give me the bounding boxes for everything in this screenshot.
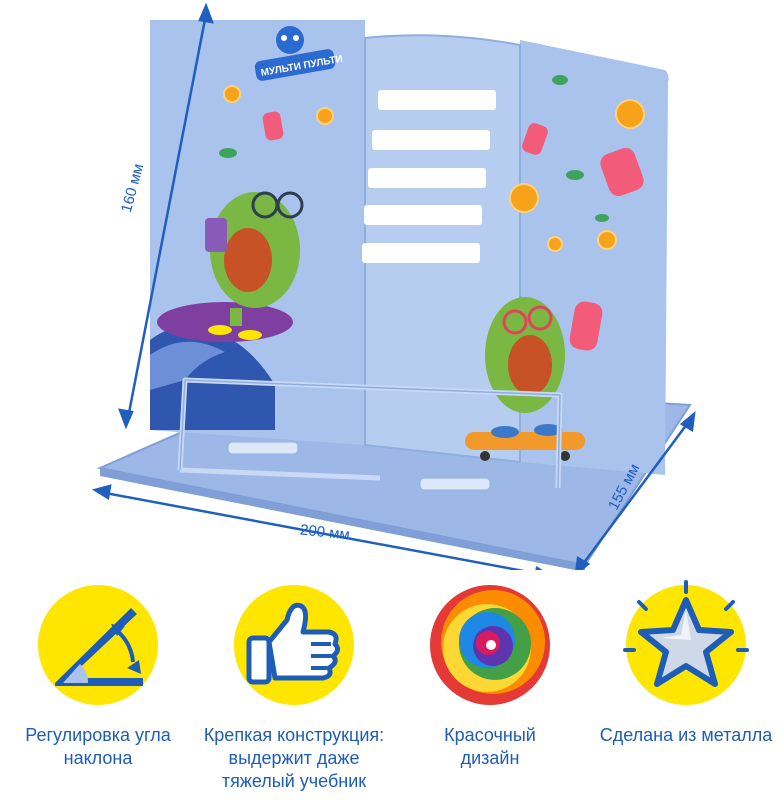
color-swirl-icon <box>425 580 555 710</box>
feature-caption: Сделана из металла <box>588 724 784 747</box>
feature-caption: Крепкая конструкция: выдержит даже тяжел… <box>196 724 392 793</box>
feature-caption-line: выдержит даже <box>228 748 360 768</box>
feature-caption: Красочный дизайн <box>392 724 588 770</box>
product-image: МУЛЬТИ ПУЛЬТИ 160 мм 200 мм 155 мм <box>91 2 696 582</box>
dimension-arrows <box>91 2 696 582</box>
feature-caption-line: Крепкая конструкция: <box>203 725 385 745</box>
feature-caption-line: Сделана из металла <box>599 725 773 745</box>
feature-colorful-design: Красочный дизайн <box>392 580 588 770</box>
popsicle-graphics <box>262 111 644 351</box>
feature-angle-adjust: Регулировка угла наклона <box>0 580 196 770</box>
angle-adjust-icon <box>33 580 163 710</box>
feature-caption-line: Красочный <box>444 725 536 745</box>
feature-sturdy-construction: Крепкая конструкция: выдержит даже тяжел… <box>196 580 392 793</box>
hinge-left <box>227 441 299 455</box>
skateboard <box>465 432 585 450</box>
thumbs-up-icon <box>229 580 359 710</box>
avocado-right <box>485 297 565 438</box>
feature-caption: Регулировка угла наклона <box>0 724 196 770</box>
orange-slice-graphics <box>223 85 645 252</box>
leaf-graphics <box>219 75 609 222</box>
hinge-right <box>419 477 491 491</box>
stand-right-panel <box>520 40 669 475</box>
feature-list: Регулировка угла наклона Крепкая констру… <box>0 580 784 800</box>
feature-caption-line: наклона <box>63 748 133 768</box>
metal-star-icon <box>621 580 751 710</box>
surfboard <box>157 302 293 342</box>
feature-metal-material: Сделана из металла <box>588 580 784 747</box>
book-stand-illustration: МУЛЬТИ ПУЛЬТИ <box>91 2 696 582</box>
feature-caption-line: тяжелый учебник <box>221 771 367 791</box>
feature-caption-line: дизайн <box>460 748 520 768</box>
feature-caption-line: Регулировка угла <box>25 725 171 745</box>
avocado-left <box>205 191 304 340</box>
stand-slots <box>362 90 496 263</box>
stand-base-edge <box>100 468 585 572</box>
